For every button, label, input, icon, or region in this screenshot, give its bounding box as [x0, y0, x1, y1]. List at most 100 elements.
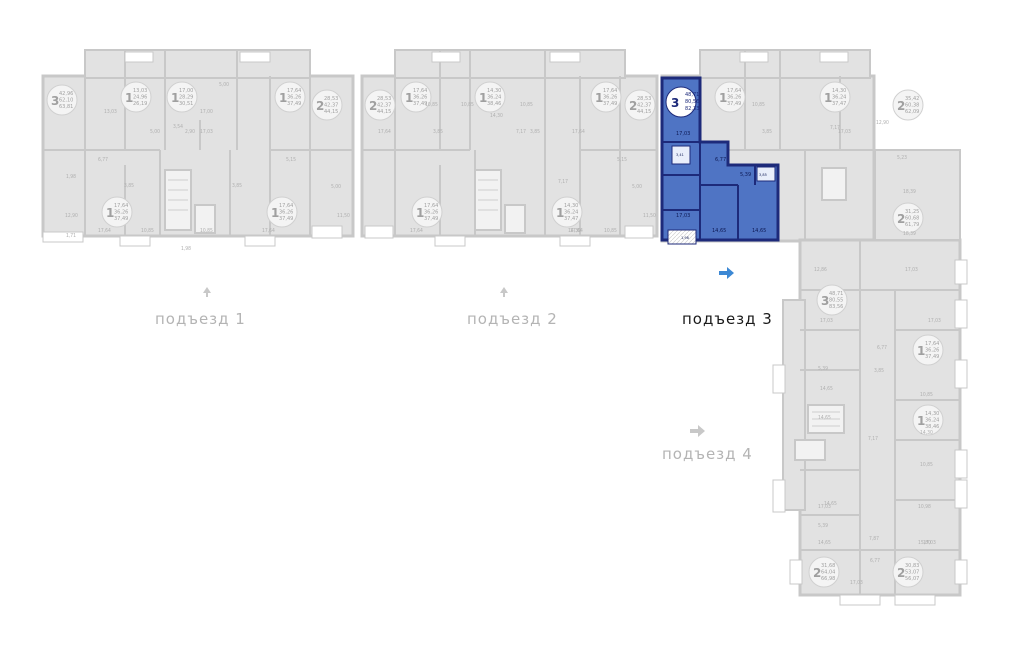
apartment-area: 37,49 [727, 101, 741, 107]
room-area-label: 5,15 [617, 157, 627, 163]
apartment-area: 44,15 [324, 109, 338, 115]
room-area-labels: 13,03 17,00 5,00 17,03 6,77 3,85 3,85 17,64 17,6… [65, 82, 941, 586]
apartment-badge-circle [166, 81, 198, 113]
section-2 [360, 49, 659, 247]
apartment-area: 28,29 [179, 95, 193, 101]
room-area-label: 3,85 [874, 368, 884, 374]
room-area-label: 14,30 [568, 228, 581, 234]
apartment-area: 17,64 [413, 88, 427, 94]
apartment-area: 36,26 [603, 95, 617, 101]
room-area-label: 17,64 [410, 228, 423, 234]
apartment-rooms: 2 [813, 566, 821, 580]
apartment-area: 17,64 [424, 203, 438, 209]
selected-room-3: 5,39 [740, 172, 751, 178]
apartment-area: 36,26 [424, 210, 438, 216]
apartment-badge-circle [912, 404, 944, 436]
apartment-rooms: 1 [279, 91, 287, 105]
room-area-label: 14,65 [820, 386, 833, 392]
apartment-area: 30,51 [179, 101, 193, 107]
apartment-rooms: 1 [171, 91, 179, 105]
apartment-area: 36,24 [564, 210, 578, 216]
apartment-area: 83,56 [829, 304, 843, 310]
apartment-area: 31,68 [821, 563, 835, 569]
room-area-label: 11,50 [643, 213, 656, 219]
room-area-label: 1,98 [66, 174, 76, 180]
apartment-badge-circle [364, 89, 396, 121]
apartment-area: 36,26 [279, 210, 293, 216]
apartment-area: 14,30 [564, 203, 578, 209]
apartment-area: 28,53 [637, 96, 651, 102]
room-area-label: 10,85 [920, 392, 933, 398]
selected-apartment[interactable] [660, 76, 780, 245]
room-area-label: 7,87 [869, 536, 879, 542]
apartment-rooms: 1 [917, 344, 925, 358]
apartment-badge-circle [120, 81, 152, 113]
selected-apartment-labels: 3 48,71 80,56 82,33 17,03 6,77 5,39 14,6… [671, 92, 767, 240]
room-area-label: 6,77 [877, 345, 887, 351]
apartment-badge-circle [101, 196, 133, 228]
apartment-area: 38,46 [925, 424, 939, 430]
room-area-label: 3,85 [232, 183, 242, 189]
apartment-area: 66,98 [821, 576, 835, 582]
apartment-area: 17,00 [179, 88, 193, 94]
apartment-rooms: 1 [271, 206, 279, 220]
room-area-label: 3,85 [124, 183, 134, 189]
apartment-badge-circle [816, 284, 848, 316]
room-area-label: 3,54 [173, 124, 183, 130]
apartment-area: 63,81 [59, 104, 73, 110]
room-area-label: 10,85 [200, 228, 213, 234]
entrance-3-arrow-icon [719, 267, 734, 279]
apartment-area: 56,07 [905, 576, 919, 582]
entrance-1-label[interactable]: подъезд 1 [155, 310, 246, 328]
entrance-2-label[interactable]: подъезд 2 [467, 310, 558, 328]
apartment-area: 62,09 [905, 109, 919, 115]
section-4 [772, 149, 968, 606]
apartment-rooms: 3 [821, 294, 829, 308]
apartment-area: 35,42 [905, 96, 919, 102]
apartment-rooms: 2 [316, 99, 324, 113]
selected-room-2: 6,77 [715, 157, 726, 163]
apartment-badge-circle [411, 196, 443, 228]
selected-room-6: 17,03 [676, 213, 690, 219]
apartment-area: 60,38 [905, 103, 919, 109]
room-area-label: 7,17 [558, 179, 568, 185]
apartment-area: 13,03 [133, 88, 147, 94]
apartment-area: 48,71 [829, 291, 843, 297]
apartment-badge-circle [892, 89, 924, 121]
apartment-badge-circle [311, 89, 343, 121]
room-area-label: 17,64 [378, 129, 391, 135]
room-area-label: 6,77 [98, 157, 108, 163]
selected-balcony: 1,98 [681, 236, 689, 240]
entrance-4-label[interactable]: подъезд 4 [662, 445, 753, 463]
room-area-label: 6,77 [870, 558, 880, 564]
apartment-badge-circle [274, 81, 306, 113]
entrance-3-label[interactable]: подъезд 3 [682, 310, 773, 328]
room-area-label: 10,85 [425, 102, 438, 108]
apartment-area: 37,49 [925, 354, 939, 360]
room-area-label: 5,00 [632, 184, 642, 190]
apartment-area: 36,24 [925, 418, 939, 424]
